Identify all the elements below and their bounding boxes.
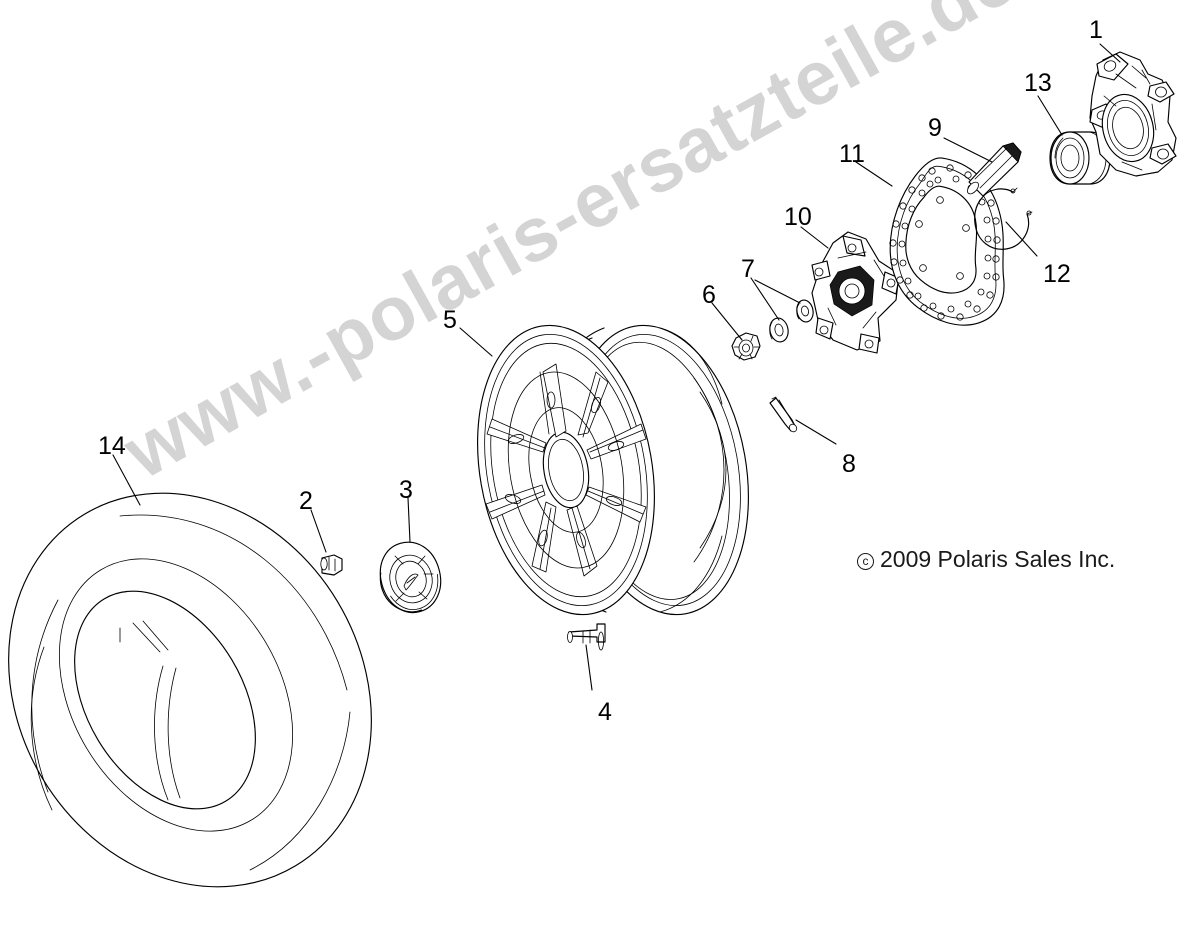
callout-4[interactable]: 4: [598, 698, 612, 726]
callout-13[interactable]: 13: [1024, 69, 1052, 97]
part-snap-ring: [974, 187, 1033, 250]
part-cotter-pin: [769, 396, 798, 433]
callout-3[interactable]: 3: [399, 476, 413, 504]
part-washer: [769, 299, 814, 343]
callout-14[interactable]: 14: [98, 432, 126, 460]
copyright-notice: c 2009 Polaris Sales Inc.: [857, 546, 1115, 573]
callout-11[interactable]: 11: [839, 140, 865, 168]
leader-lines: [112, 43, 1121, 691]
callout-10[interactable]: 10: [784, 203, 812, 231]
part-brake-disc: [889, 157, 1005, 326]
copyright-text: 2009 Polaris Sales Inc.: [880, 546, 1116, 572]
part-castle-nut: [731, 332, 761, 361]
part-valve-stem: [320, 554, 343, 576]
copyright-symbol-icon: c: [857, 553, 874, 570]
part-steering-knuckle: [1089, 51, 1177, 177]
callout-1[interactable]: 1: [1089, 16, 1103, 44]
part-tire: [8, 492, 372, 888]
callout-9[interactable]: 9: [928, 114, 942, 142]
callout-2[interactable]: 2: [299, 487, 313, 515]
part-wheel-rim: [477, 324, 749, 616]
part-wheel-stud: [567, 623, 606, 651]
callout-5[interactable]: 5: [443, 306, 457, 334]
part-spindle-bolt: [967, 142, 1022, 197]
callout-8[interactable]: 8: [842, 450, 856, 478]
callout-7[interactable]: 7: [741, 255, 755, 283]
part-wheel-hub: [811, 231, 900, 354]
callout-12[interactable]: 12: [1043, 260, 1071, 288]
callout-6[interactable]: 6: [702, 281, 716, 309]
part-center-cap: [379, 541, 442, 614]
